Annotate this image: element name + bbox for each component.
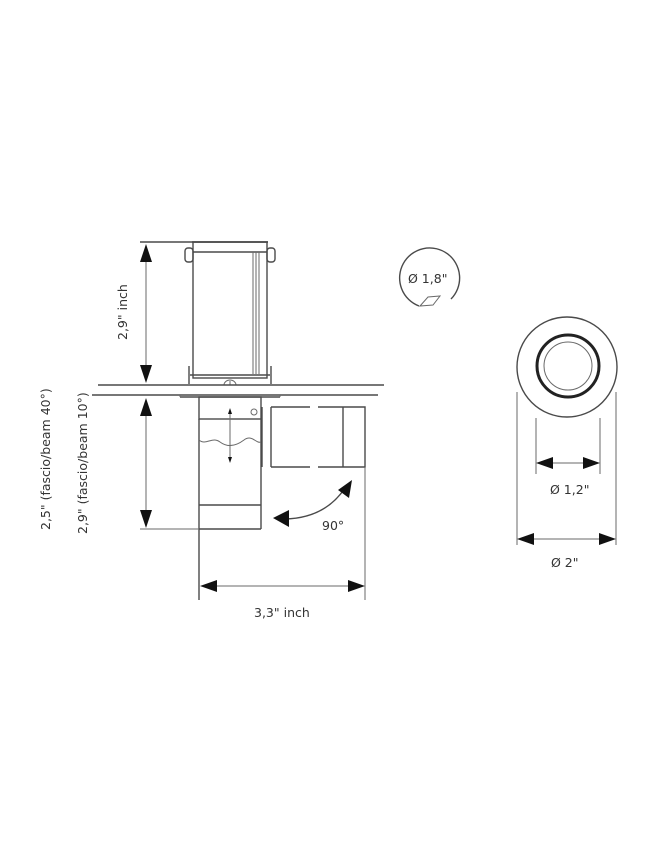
total-width-label: 3,3" inch [254, 605, 310, 620]
inner-diameter-label: Ø 1,2" [550, 482, 589, 497]
housing-height-dimension: 2,9" inch [115, 244, 152, 383]
body-height-label-beam10: 2,9" (fascio/beam 10°) [75, 392, 90, 534]
outer-diameter-label: Ø 2" [551, 555, 579, 570]
fixture-body [198, 396, 366, 600]
ceiling-surface [92, 384, 384, 398]
housing-height-label: 2,9" inch [115, 284, 130, 340]
total-width-dimension: 3,3" inch [200, 580, 365, 620]
front-view: Ø 1,2" Ø 2" [516, 316, 618, 570]
tilt-angle-label: 90° [322, 518, 344, 533]
body-height-dimension: 2,5" (fascio/beam 40°) 2,9" (fascio/beam… [38, 388, 199, 534]
cutout-diameter-label: Ø 1,8" [408, 271, 447, 286]
housing-above-ceiling [140, 241, 276, 386]
body-height-label-beam40: 2,5" (fascio/beam 40°) [38, 388, 53, 530]
cutout-diagram: Ø 1,8" [398, 247, 461, 307]
tilt-angle-indicator: 90° [273, 480, 352, 533]
